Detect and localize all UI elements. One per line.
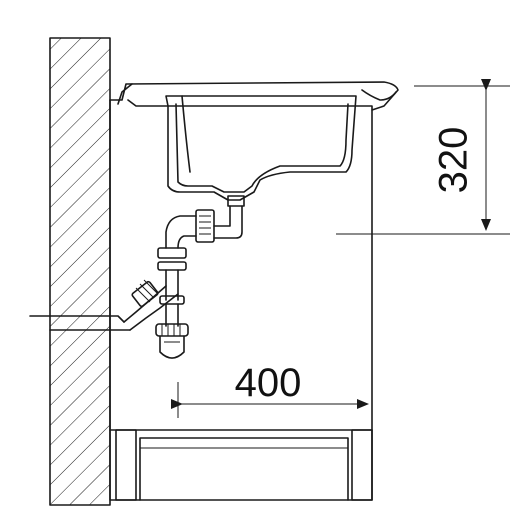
- height-dimension: 320: [336, 79, 510, 235]
- countertop: [109, 81, 399, 111]
- wall: [49, 37, 111, 506]
- width-dimension: 400: [171, 361, 369, 418]
- cabinet: [109, 99, 373, 501]
- height-label: 320: [432, 127, 476, 194]
- width-label: 400: [235, 361, 302, 405]
- sink-bowl: [165, 95, 357, 201]
- drain-siphon: [29, 195, 245, 359]
